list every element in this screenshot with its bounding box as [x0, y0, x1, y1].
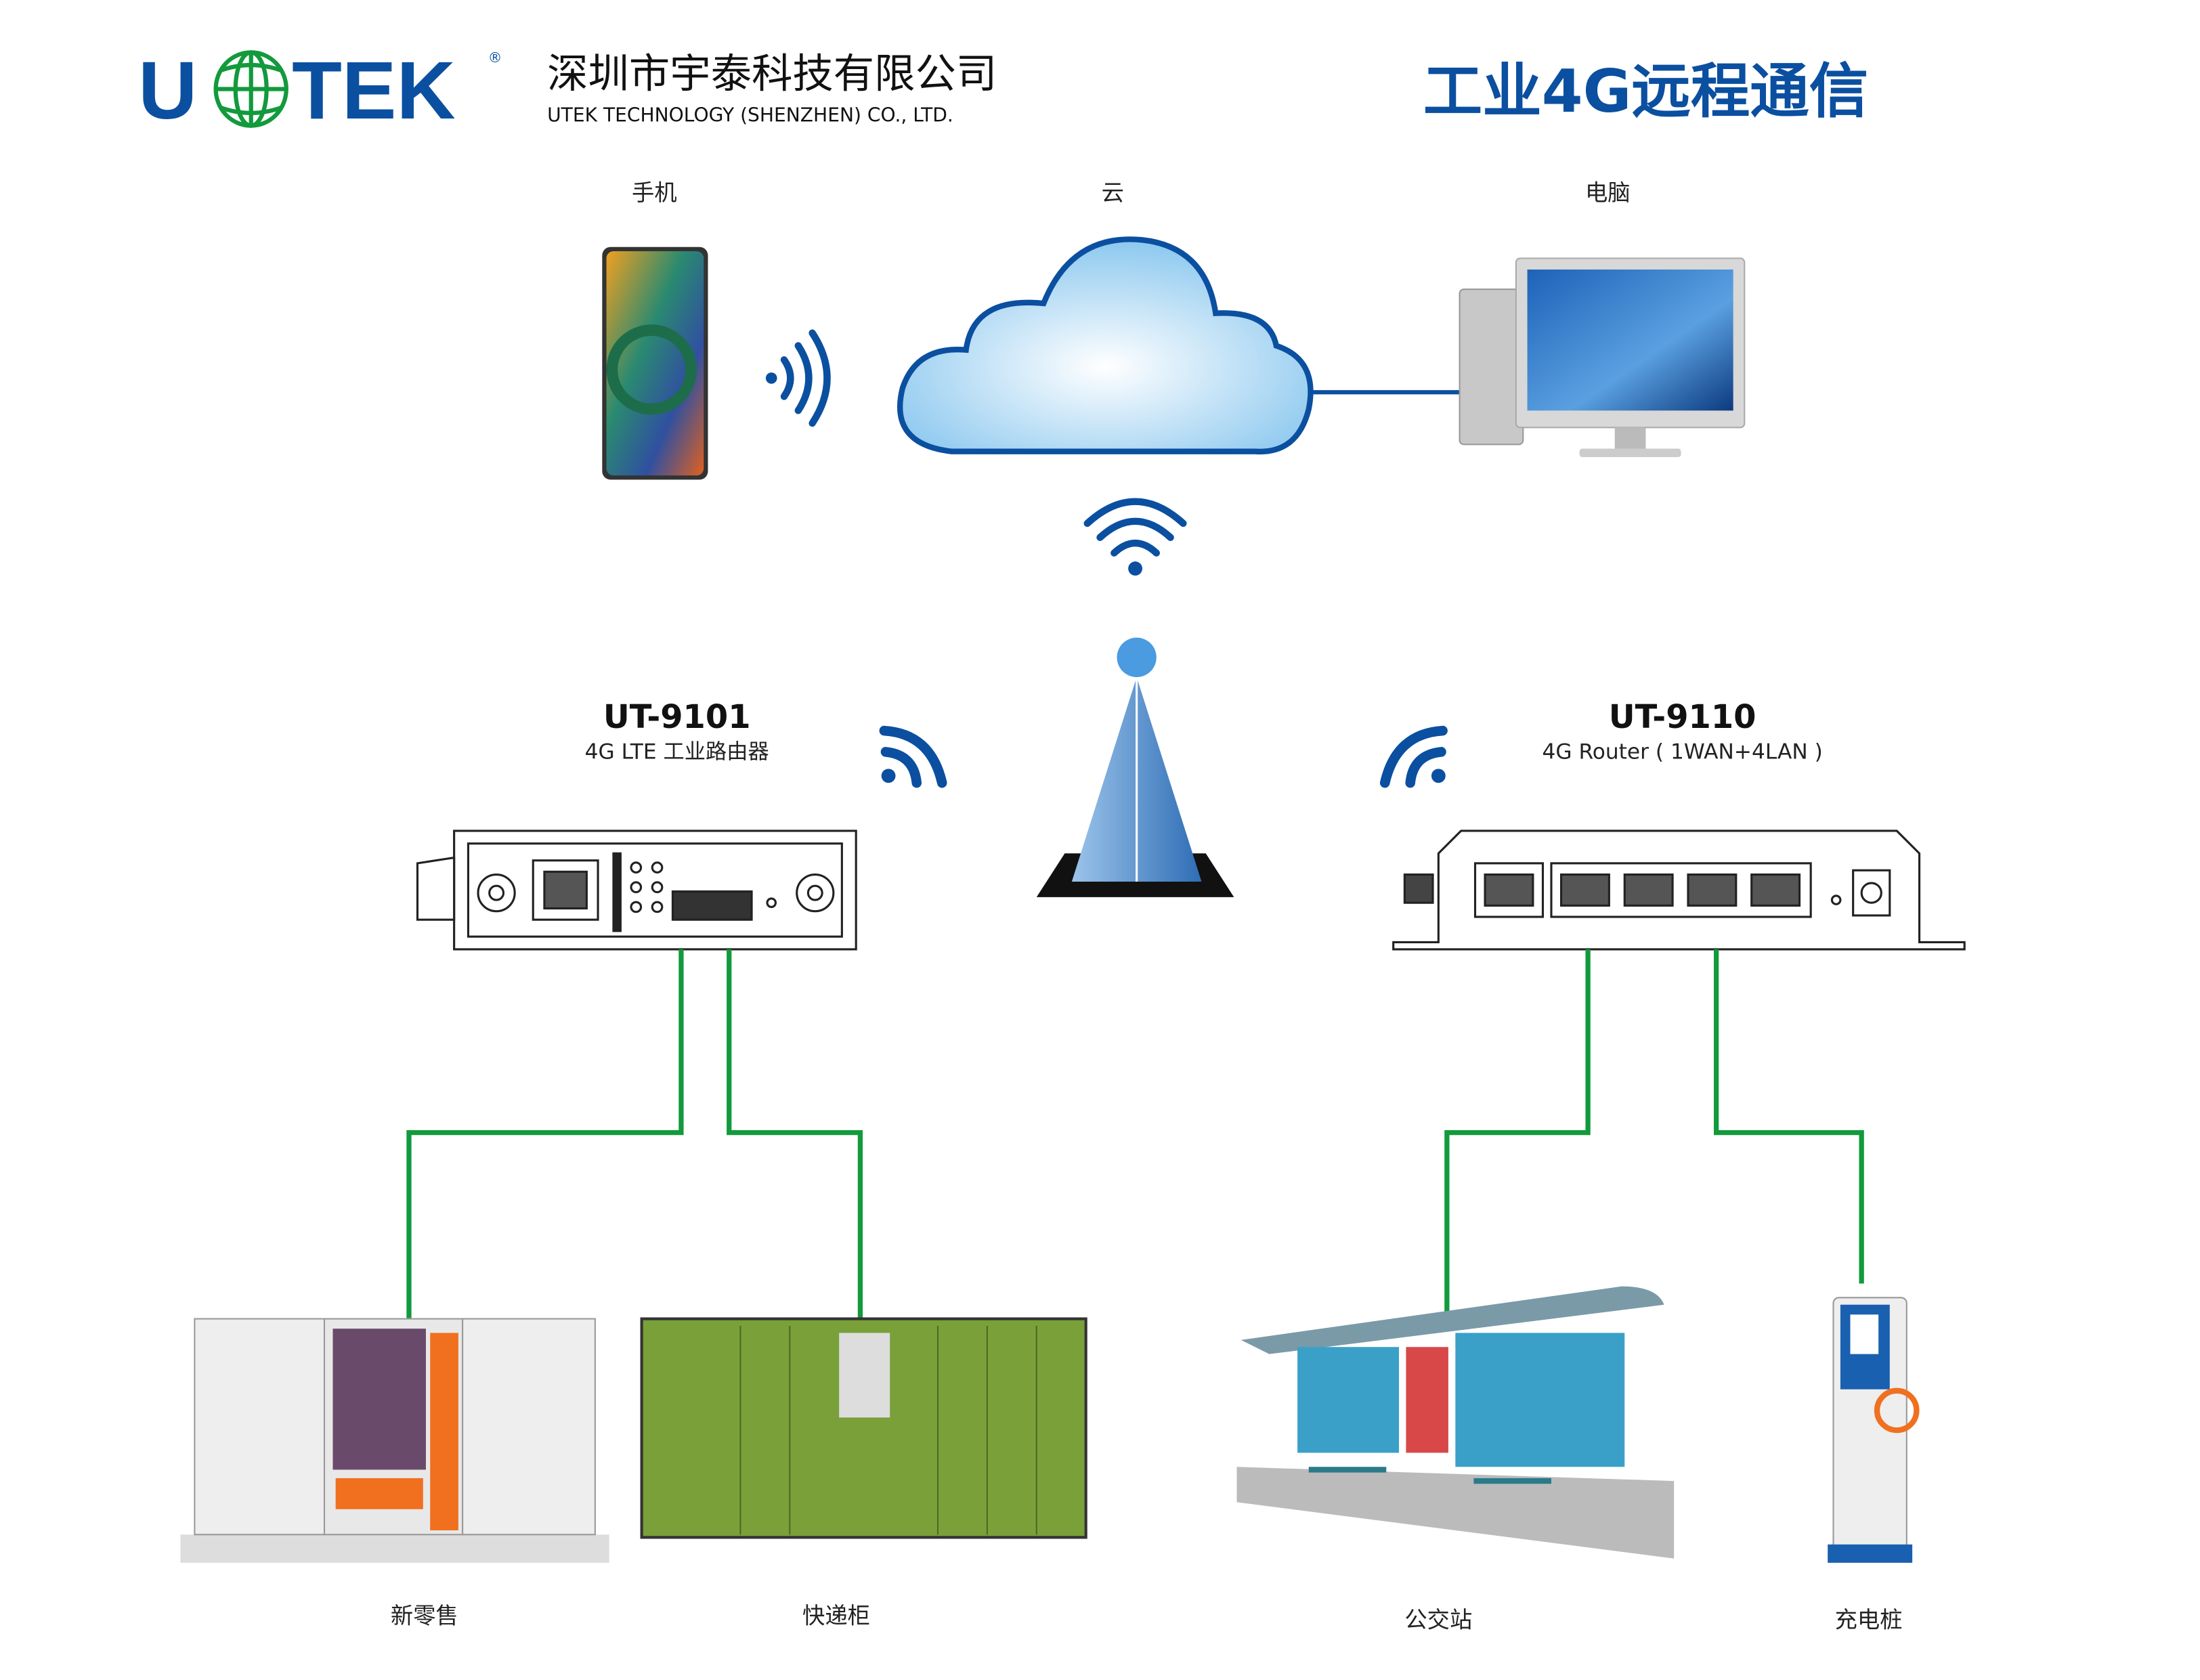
signal-icon-left: [879, 725, 947, 788]
router-ut9110-image: [1392, 830, 1966, 951]
cloud-label: 云: [1102, 179, 1124, 206]
router-1-desc: 4G LTE 工业路由器: [585, 740, 769, 764]
wire-router1-locker: [727, 949, 863, 1326]
phone-label: 手机: [632, 179, 677, 206]
phone-image: [602, 246, 708, 480]
cloud-icon: [897, 236, 1314, 455]
wifi-icon: [1083, 498, 1187, 576]
page-title: 工业4G远程通信: [1423, 57, 1868, 126]
device-label-busstop: 公交站: [1404, 1607, 1472, 1633]
router-2-model: UT-9110: [1609, 699, 1756, 736]
wire-router2-charger: [1713, 949, 1864, 1284]
bus-stop-image: [1236, 1286, 1675, 1559]
router-ut9101-image: [416, 830, 857, 951]
parcel-locker-image: [640, 1317, 1087, 1539]
device-label-locker: 快递柜: [802, 1602, 870, 1629]
computer-label: 电脑: [1585, 179, 1631, 206]
company-name-en: UTEK TECHNOLOGY (SHENZHEN) CO., LTD.: [547, 104, 953, 126]
signal-icon: [765, 329, 831, 427]
company-name-cn: 深圳市宇泰科技有限公司: [547, 50, 997, 98]
logo-tek: TEK: [292, 45, 456, 136]
signal-icon-right: [1379, 725, 1448, 788]
utek-logo: U TEK ®: [138, 45, 502, 136]
computer-image: [1459, 257, 1746, 458]
router-1-model: UT-9101: [603, 699, 751, 736]
charging-station-image: [1828, 1297, 1920, 1563]
cell-tower-icon: [1036, 637, 1234, 897]
globe-icon: [213, 50, 288, 128]
vending-machine-image: [180, 1318, 609, 1563]
logo-u: U: [138, 45, 197, 136]
device-label-charger: 充电桩: [1835, 1607, 1903, 1633]
registered-mark: ®: [488, 49, 502, 66]
device-label-retail: 新零售: [391, 1602, 458, 1629]
wire-router2-busstop: [1444, 949, 1591, 1312]
router-2-desc: 4G Router ( 1WAN+4LAN ): [1542, 740, 1822, 764]
wire-router1-retail: [406, 949, 684, 1319]
